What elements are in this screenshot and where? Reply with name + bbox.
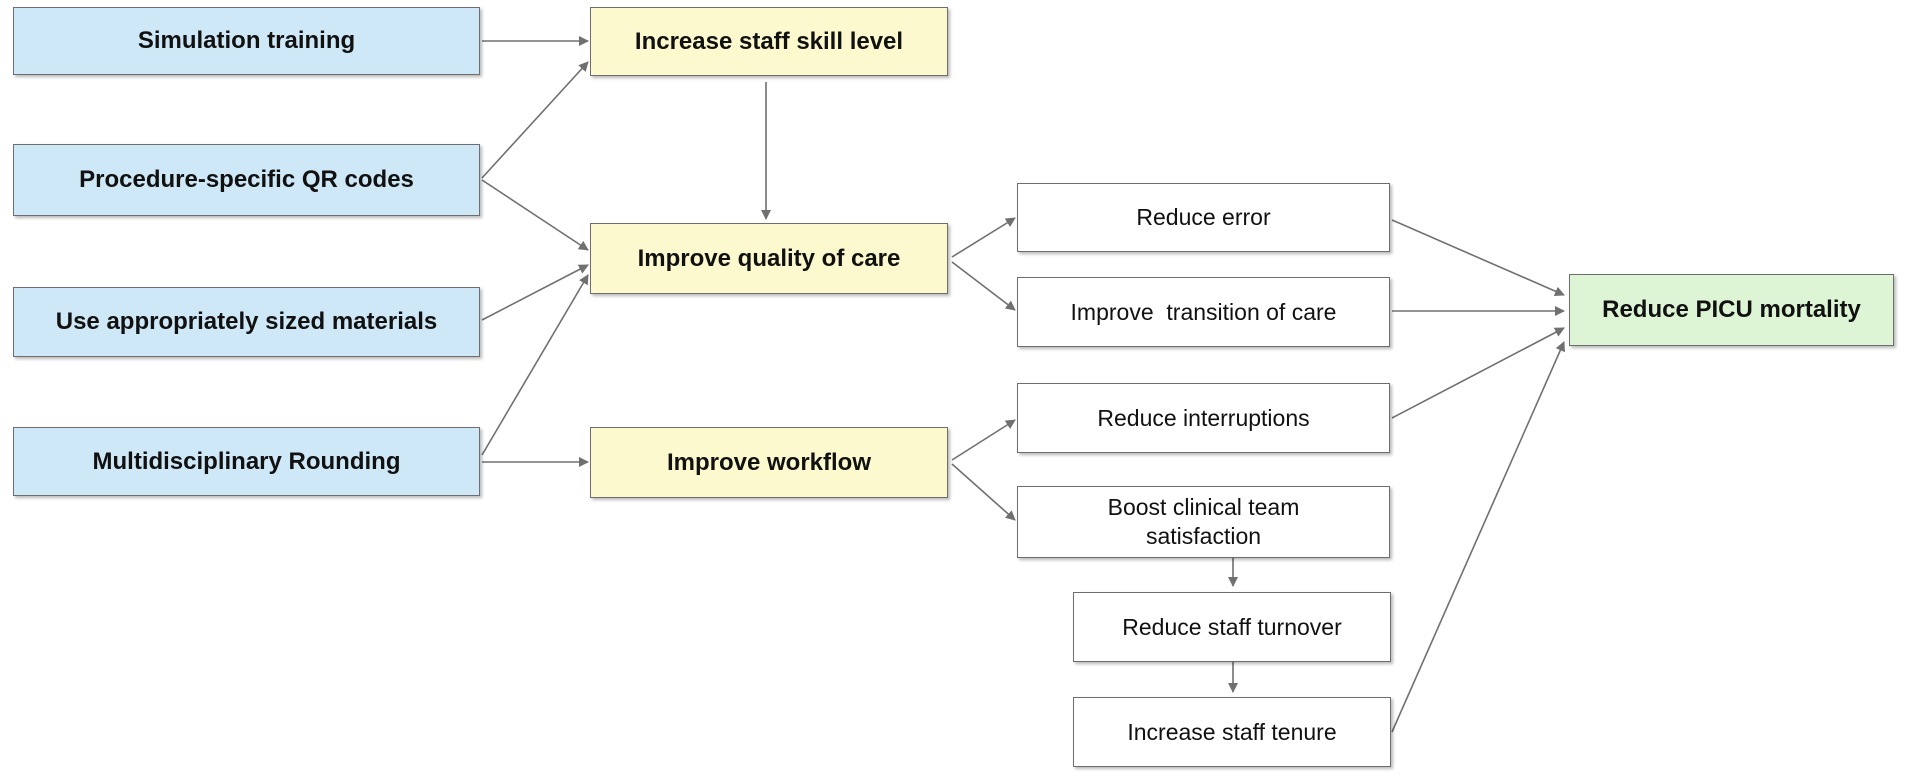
workflow-box: Improve workflow bbox=[590, 427, 948, 498]
transition-of-care-box: Improve transition of care bbox=[1017, 277, 1390, 347]
reduce-error-box: Reduce error bbox=[1017, 183, 1390, 252]
quality-of-care-label: Improve quality of care bbox=[637, 244, 901, 272]
staff-skill-label: Increase staff skill level bbox=[634, 27, 904, 55]
arrow-interruptions-to-aim bbox=[1391, 327, 1565, 419]
reduce-error-label: Reduce error bbox=[1136, 204, 1271, 231]
sized-materials-box: Use appropriately sized materials bbox=[13, 287, 480, 357]
qr-codes-box: Procedure-specific QR codes bbox=[13, 144, 480, 216]
workflow-label: Improve workflow bbox=[666, 448, 872, 476]
staff-skill-box: Increase staff skill level bbox=[590, 7, 948, 76]
team-satisfaction-label: Boost clinical team satisfaction bbox=[1107, 494, 1300, 549]
qr-codes-label: Procedure-specific QR codes bbox=[79, 166, 414, 193]
arrow-qr-to-quality bbox=[481, 179, 589, 251]
staff-tenure-box: Increase staff tenure bbox=[1073, 697, 1391, 767]
arrow-qr-to-skill bbox=[481, 61, 589, 179]
arrow-workflow-to-interruptions bbox=[951, 419, 1016, 461]
reduce-picu-mortality-box: Reduce PICU mortality bbox=[1569, 274, 1894, 346]
team-satisfaction-box: Boost clinical team satisfaction bbox=[1017, 486, 1390, 558]
staff-turnover-label: Reduce staff turnover bbox=[1122, 613, 1342, 640]
transition-of-care-label: Improve transition of care bbox=[1070, 298, 1337, 325]
multidisciplinary-rounding-box: Multidisciplinary Rounding bbox=[13, 427, 480, 496]
quality-of-care-box: Improve quality of care bbox=[590, 223, 948, 294]
arrow-quality-to-transition bbox=[951, 261, 1016, 311]
multidisciplinary-rounding-label: Multidisciplinary Rounding bbox=[92, 447, 401, 475]
simulation-training-box: Simulation training bbox=[13, 7, 480, 75]
staff-turnover-box: Reduce staff turnover bbox=[1073, 592, 1391, 662]
simulation-training-label: Simulation training bbox=[137, 27, 356, 54]
arrow-error-to-aim bbox=[1391, 219, 1565, 296]
staff-tenure-label: Increase staff tenure bbox=[1127, 718, 1337, 745]
arrow-quality-to-error bbox=[951, 217, 1016, 258]
sized-materials-label: Use appropriately sized materials bbox=[55, 308, 438, 335]
reduce-picu-mortality-label: Reduce PICU mortality bbox=[1602, 296, 1861, 323]
arrow-tenure-to-aim bbox=[1391, 341, 1565, 733]
arrow-materials-to-quality bbox=[481, 264, 589, 321]
arrow-workflow-to-satisfaction bbox=[951, 463, 1016, 521]
arrow-rounding-to-quality bbox=[481, 274, 589, 456]
reduce-interruptions-label: Reduce interruptions bbox=[1097, 404, 1310, 431]
reduce-interruptions-box: Reduce interruptions bbox=[1017, 383, 1390, 453]
